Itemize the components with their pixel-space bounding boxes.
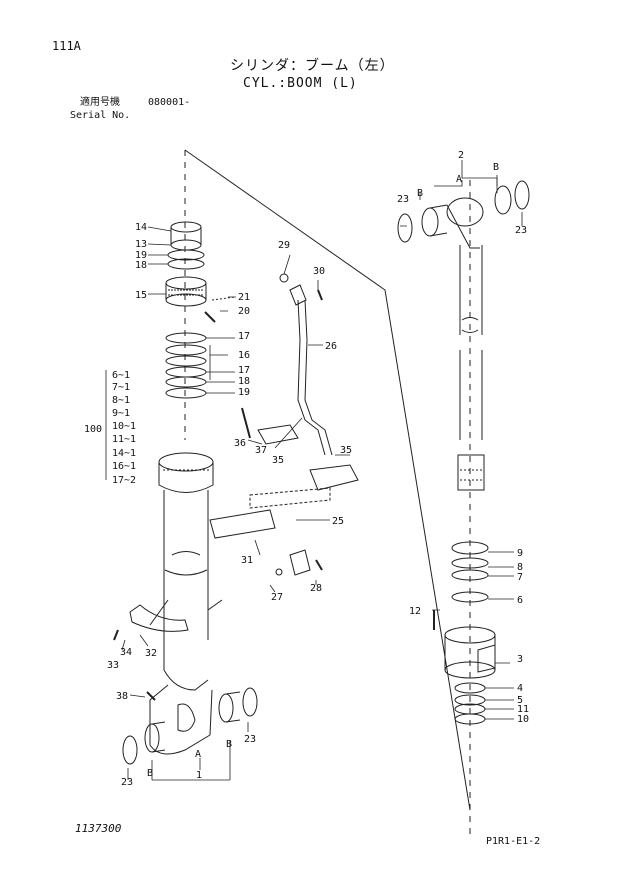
callout-19b: 19 <box>238 387 250 398</box>
assembly-item: 8~1 <box>112 395 130 406</box>
callout-25: 25 <box>332 516 344 527</box>
callout-B-top-left: B <box>417 188 423 199</box>
callout-33: 33 <box>107 660 119 671</box>
callout-7: 7 <box>517 572 523 583</box>
callout-2: 2 <box>458 150 464 161</box>
callout-10: 10 <box>517 714 529 725</box>
pipe-assembly <box>113 273 359 701</box>
title-japanese: シリンダ：ブーム（左） <box>230 58 395 74</box>
callout-23-bottom-right: 23 <box>244 734 256 745</box>
leader-lines <box>105 160 523 781</box>
perspective-frame <box>184 149 471 840</box>
callout-B-bottom-right: B <box>226 739 232 750</box>
assembly-100-label: 100 <box>84 424 102 435</box>
assembly-item: 6~1 <box>112 370 130 381</box>
callout-18: 18 <box>135 260 147 271</box>
callout-27: 27 <box>271 592 283 603</box>
callout-26: 26 <box>325 341 337 352</box>
cylinder-tube <box>149 452 223 755</box>
callout-28: 28 <box>310 583 322 594</box>
callout-29: 29 <box>278 240 290 251</box>
callout-14: 14 <box>135 222 147 233</box>
assembly-item: 7~1 <box>112 382 130 393</box>
callout-15: 15 <box>135 290 147 301</box>
serial-label-japanese: 適用号機 <box>80 97 120 108</box>
callout-11: 11 <box>517 704 529 715</box>
callout-37: 37 <box>255 445 267 456</box>
assembly-item: 17~2 <box>112 475 136 486</box>
callout-19: 19 <box>135 250 147 261</box>
callout-3: 3 <box>517 654 523 665</box>
callout-23-top-right: 23 <box>515 225 527 236</box>
assembly-item: 10~1 <box>112 421 136 432</box>
assembly-item: 14~1 <box>112 448 136 459</box>
bottom-bushes <box>122 687 258 765</box>
callout-20: 20 <box>238 306 250 317</box>
callout-23-bottom-left: 23 <box>121 777 133 788</box>
callout-13: 13 <box>135 239 147 250</box>
callout-6: 6 <box>517 595 523 606</box>
serial-label-english: Serial No. <box>70 110 131 121</box>
rod-and-piston <box>397 180 530 725</box>
callout-8: 8 <box>517 562 523 573</box>
callout-9: 9 <box>517 548 523 559</box>
callout-34: 34 <box>120 647 132 658</box>
assembly-item: 16~1 <box>112 461 136 472</box>
callout-32: 32 <box>145 648 157 659</box>
callout-B-top-right: B <box>493 162 499 173</box>
callout-5: 5 <box>517 695 523 706</box>
title-english: CYL.:BOOM (L) <box>243 76 358 91</box>
callout-labels: 14 13 19 18 15 21 20 17 16 17 18 19 100 … <box>84 150 529 788</box>
callout-1: 1 <box>196 770 202 781</box>
callout-23-top-left: 23 <box>397 194 409 205</box>
callout-30: 30 <box>313 266 325 277</box>
callout-38: 38 <box>116 691 128 702</box>
callout-17: 17 <box>238 331 250 342</box>
page-number: 111A <box>52 39 81 53</box>
callout-31: 31 <box>241 555 253 566</box>
callout-12: 12 <box>409 606 421 617</box>
callout-A-bottom: A <box>195 749 201 760</box>
assembly-item: 11~1 <box>112 434 136 445</box>
rod-cover-parts <box>165 221 236 399</box>
callout-A-top: A <box>456 174 462 185</box>
callout-21: 21 <box>238 292 250 303</box>
assembly-item: 9~1 <box>112 408 130 419</box>
drawing-number: 1137300 <box>75 822 122 835</box>
reference-code: P1R1-E1-2 <box>486 836 541 847</box>
serial-value: 080001- <box>148 97 191 108</box>
callout-35a: 35 <box>272 455 284 466</box>
callout-4: 4 <box>517 683 523 694</box>
callout-17b: 17 <box>238 365 250 376</box>
callout-36: 36 <box>234 438 246 449</box>
callout-35b: 35 <box>340 445 352 456</box>
callout-B-bottom-left: B <box>147 768 153 779</box>
callout-16: 16 <box>238 350 250 361</box>
callout-18b: 18 <box>238 376 250 387</box>
